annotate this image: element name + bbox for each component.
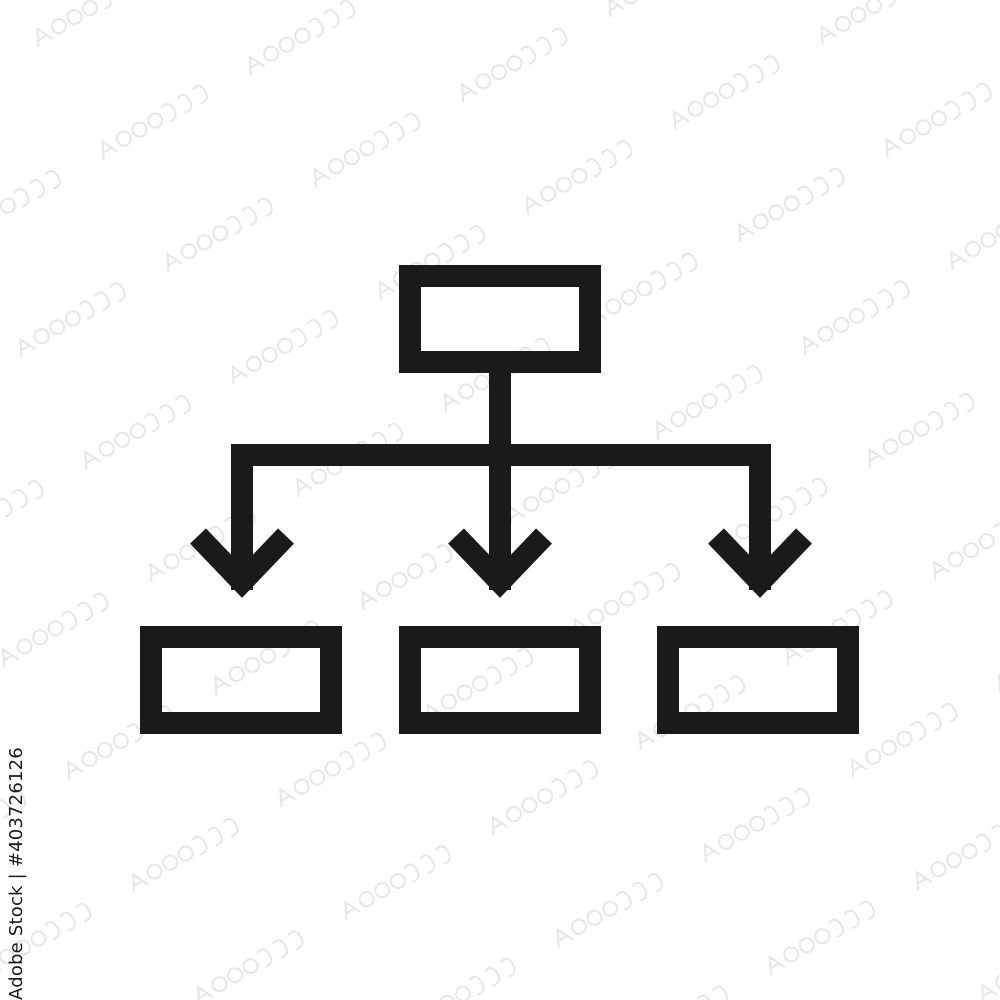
arrow-left-icon (190, 528, 294, 598)
parent-node (399, 265, 601, 373)
stock-id-caption: Adobe Stock | #403726126 (6, 747, 27, 1000)
arrow-right-icon (708, 528, 812, 598)
child-node-left (140, 626, 342, 734)
child-node-center (399, 626, 601, 734)
arrow-center-icon (448, 528, 552, 598)
child-node-right (657, 626, 859, 734)
